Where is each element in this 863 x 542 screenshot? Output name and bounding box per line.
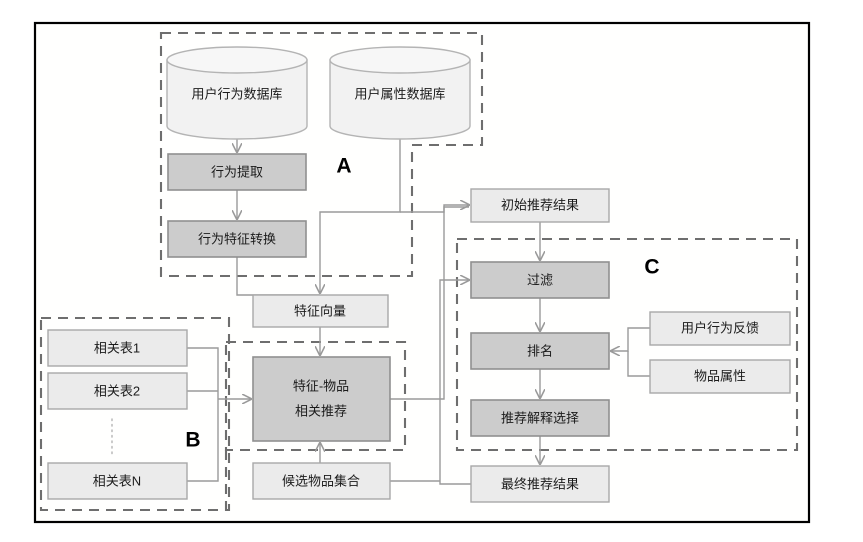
group-label-b: B: [185, 429, 200, 452]
node-feature-item-recommend[interactable]: 特征-物品 相关推荐: [252, 356, 391, 442]
edge-attr-db-to-feature-vector: [320, 139, 401, 293]
node-rel-table-n[interactable]: 相关表N: [47, 462, 188, 500]
edge-feedback-to-ranking: [611, 327, 650, 351]
node-feature-item-recommend-label-line2: 相关推荐: [295, 403, 347, 418]
node-rel-table-1-label: 相关表1: [94, 340, 140, 355]
node-behavior-feature-transform-label: 行为特征转换: [198, 231, 276, 246]
node-rel-table-2[interactable]: 相关表2: [47, 372, 188, 410]
node-db-user-attribute[interactable]: 用户属性数据库: [329, 46, 471, 140]
node-feature-vector-label: 特征向量: [294, 303, 346, 318]
node-filter[interactable]: 过滤: [470, 261, 610, 299]
node-behavior-feature-transform[interactable]: 行为特征转换: [167, 220, 307, 258]
group-a-boundary: [159, 31, 484, 278]
node-ranking[interactable]: 排名: [470, 332, 610, 370]
group-c-boundary: [455, 237, 799, 452]
node-behavior-extract-label: 行为提取: [211, 164, 263, 179]
group-label-a: A: [336, 155, 351, 178]
node-candidate-item-set[interactable]: 候选物品集合: [252, 462, 391, 500]
node-item-attribute[interactable]: 物品属性: [649, 359, 791, 394]
group-middle-boundary: [224, 340, 407, 452]
node-rel-table-2-label: 相关表2: [94, 383, 140, 398]
edge-item-attr-to-ranking: [627, 351, 650, 377]
edge-final-result-to-filter-loop: [439, 280, 471, 485]
node-recommend-explain-select[interactable]: 推荐解释选择: [470, 399, 610, 437]
node-feature-vector[interactable]: 特征向量: [252, 294, 389, 328]
node-db-user-behavior[interactable]: 用户行为数据库: [166, 46, 308, 140]
group-b-boundary: [39, 316, 231, 512]
node-behavior-extract[interactable]: 行为提取: [167, 153, 307, 191]
node-item-attribute-label: 物品属性: [694, 368, 746, 383]
node-recommend-explain-select-label: 推荐解释选择: [501, 410, 579, 425]
node-db-user-behavior-label: 用户行为数据库: [191, 86, 282, 101]
edge-reln-bus: [187, 399, 219, 482]
node-feature-item-recommend-label-line1: 特征-物品: [293, 378, 349, 393]
node-rel-table-n-label: 相关表N: [93, 473, 141, 488]
node-initial-recommend-result[interactable]: 初始推荐结果: [470, 188, 610, 223]
node-final-recommend-result[interactable]: 最终推荐结果: [470, 465, 610, 503]
edge-rel1-bus: [187, 347, 219, 399]
node-filter-label: 过滤: [527, 272, 553, 287]
node-initial-recommend-result-label: 初始推荐结果: [501, 197, 579, 212]
node-rel-table-1[interactable]: 相关表1: [47, 329, 188, 367]
node-db-user-attribute-label: 用户属性数据库: [354, 86, 445, 101]
node-user-behavior-feedback[interactable]: 用户行为反馈: [649, 311, 791, 346]
edge-recommend-to-initial-result: [390, 206, 469, 400]
group-label-c: C: [644, 256, 659, 279]
node-candidate-item-set-label: 候选物品集合: [282, 473, 360, 488]
node-user-behavior-feedback-label: 用户行为反馈: [681, 320, 759, 335]
node-final-recommend-result-label: 最终推荐结果: [501, 476, 579, 491]
node-ranking-label: 排名: [527, 343, 553, 358]
